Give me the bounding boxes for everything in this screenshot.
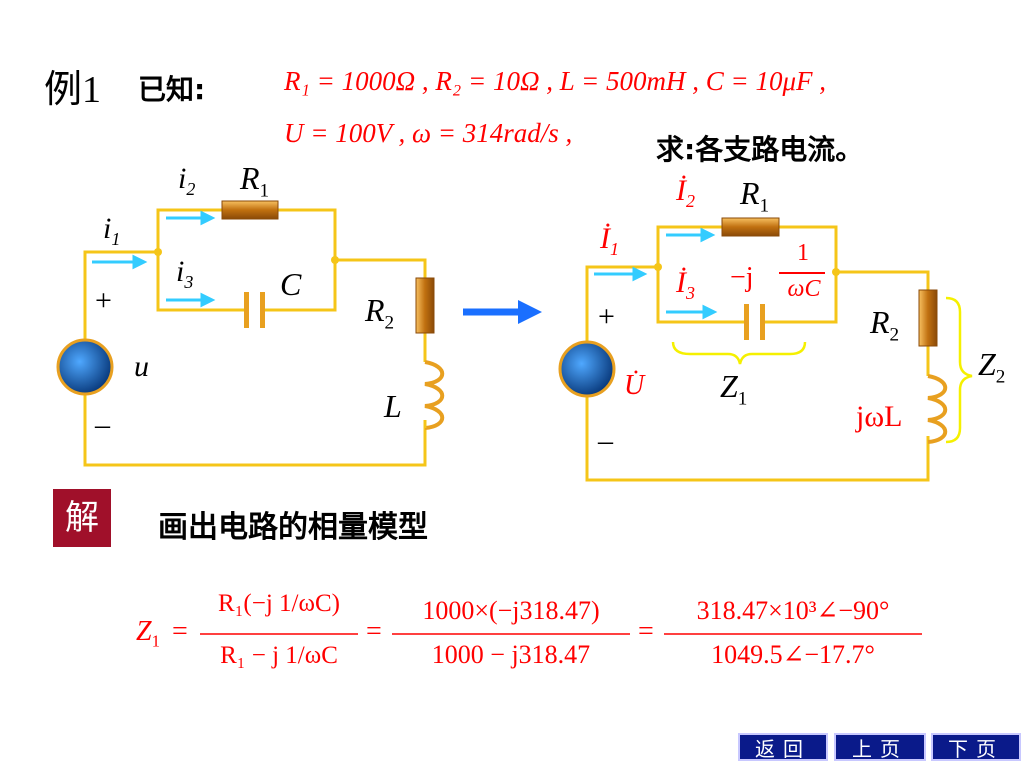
left-i2-label: i2 bbox=[178, 162, 196, 199]
right-minus-sign: – bbox=[598, 424, 613, 457]
left-inductor bbox=[424, 360, 445, 430]
solution-text: 画出电路的相量模型 bbox=[158, 510, 428, 545]
left-i1-label: i1 bbox=[103, 212, 121, 249]
given-line-2: U = 100V , ω = 314rad/s , bbox=[284, 118, 573, 148]
transform-arrow bbox=[463, 300, 542, 324]
left-c-label: C bbox=[280, 266, 302, 302]
left-minus-sign: – bbox=[95, 408, 110, 441]
formula-eq-1: = bbox=[172, 616, 188, 647]
left-l-label: L bbox=[384, 388, 402, 424]
right-frac-den: ωC bbox=[787, 276, 821, 302]
z1-brace bbox=[671, 341, 807, 365]
right-i1-label: İ1 bbox=[600, 222, 619, 259]
right-capacitor-plate-2 bbox=[760, 304, 765, 340]
prev-page-button[interactable]: 上页 bbox=[834, 733, 926, 761]
left-plus-sign: + bbox=[95, 284, 112, 317]
right-z2-label: Z2 bbox=[978, 346, 1006, 388]
left-capacitor-plate-2 bbox=[260, 292, 265, 328]
right-inductor bbox=[927, 374, 948, 444]
formula-lhs: Z1 bbox=[136, 616, 160, 651]
left-i3-label: i3 bbox=[176, 255, 194, 292]
formula-eq-3: = bbox=[638, 616, 654, 647]
right-neg-j-label: −j bbox=[730, 262, 754, 293]
left-circuit bbox=[83, 208, 427, 467]
right-r1-resistor bbox=[721, 217, 780, 237]
formula-f1-den: R₁ − j 1/ωC bbox=[220, 642, 338, 669]
formula-f3-den: 1049.5∠−17.7° bbox=[711, 640, 875, 669]
solution-label: 解 bbox=[53, 489, 111, 547]
back-button[interactable]: 返回 bbox=[738, 733, 828, 761]
left-r1-label: R1 bbox=[240, 160, 270, 202]
formula-eq-2: = bbox=[366, 616, 382, 647]
right-r2-resistor bbox=[918, 289, 938, 347]
example-label: 例1 bbox=[44, 69, 102, 111]
left-r1-resistor bbox=[221, 200, 279, 220]
right-i3-label: İ3 bbox=[676, 266, 695, 303]
ask-text: 求:各支路电流。 bbox=[656, 133, 864, 166]
formula-f2-den: 1000 − j318.47 bbox=[431, 640, 591, 669]
next-page-button[interactable]: 下页 bbox=[931, 733, 1021, 761]
known-label: 已知: bbox=[138, 73, 206, 106]
right-capacitor-plate-1 bbox=[744, 304, 749, 340]
right-z1-label: Z1 bbox=[720, 368, 748, 410]
right-node-a bbox=[654, 263, 662, 271]
z2-brace bbox=[945, 296, 973, 444]
left-node-a bbox=[154, 248, 162, 256]
right-i2-label: İ2 bbox=[676, 174, 695, 211]
right-u-label: U̇ bbox=[624, 370, 645, 401]
right-r1-label: R1 bbox=[740, 175, 770, 217]
formula-f1-num: R₁(−j 1/ωC) bbox=[218, 590, 340, 617]
right-frac-bar bbox=[779, 272, 825, 274]
right-r2-label: R2 bbox=[870, 304, 900, 346]
formula-f3-num: 318.47×10³∠−90° bbox=[696, 596, 890, 625]
right-frac-num: 1 bbox=[797, 240, 809, 266]
right-jwl-label: jωL bbox=[856, 400, 903, 433]
right-voltage-source bbox=[558, 340, 616, 398]
given-line-1: R₁ = 1000Ω , R₂ = 10Ω , L = 500mH , C = … bbox=[284, 66, 827, 96]
right-node-b bbox=[832, 268, 840, 276]
left-u-label: u bbox=[134, 350, 149, 383]
formula-f2-num: 1000×(−j318.47) bbox=[422, 596, 600, 625]
right-circuit bbox=[585, 225, 930, 482]
right-plus-sign: + bbox=[598, 300, 615, 333]
left-voltage-source bbox=[56, 338, 114, 396]
left-capacitor-plate-1 bbox=[244, 292, 249, 328]
left-r2-resistor bbox=[415, 277, 435, 334]
left-r2-label: R2 bbox=[365, 292, 395, 334]
left-node-b bbox=[331, 256, 339, 264]
